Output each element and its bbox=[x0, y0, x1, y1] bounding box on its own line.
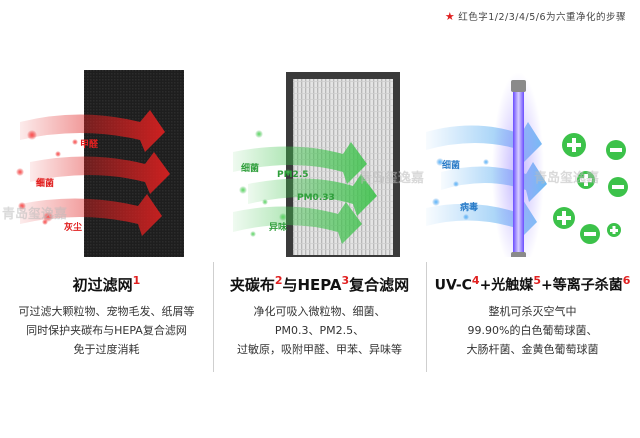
step-number-5: 5 bbox=[533, 274, 541, 287]
hepa-filter-title: 夹碳布2与HEPA3复合滤网 bbox=[229, 274, 410, 294]
uv-sterilization-illustration: 细菌 病毒 青岛玺逸嘉 bbox=[426, 72, 628, 257]
minus-icon bbox=[608, 177, 628, 197]
green-particles bbox=[239, 130, 291, 237]
label-bacteria: 细菌 bbox=[442, 159, 460, 171]
ion-plus-minus-icons bbox=[553, 133, 628, 244]
label-pm25: PM2.5 bbox=[277, 170, 309, 180]
step-number-4: 4 bbox=[471, 274, 480, 287]
blue-particles bbox=[432, 158, 489, 220]
lamp-cap-top bbox=[511, 80, 526, 92]
minus-icon bbox=[606, 140, 626, 160]
hepa-filter-description: 净化可吸入微粒物、细菌、 PM0.3、PM2.5、 过敏原，吸附甲醛、甲苯、异味… bbox=[237, 305, 402, 356]
panel-pre-filter: 甲醛 细菌 灰尘 青岛玺逸嘉 初过滤网1 可过滤大颗粒物、宠物毛发、纸屑等 同时… bbox=[0, 22, 213, 422]
label-pm033: PM0.33 bbox=[297, 193, 335, 203]
label-formaldehyde: 甲醛 bbox=[80, 138, 99, 150]
green-airflow-arrows bbox=[233, 142, 377, 244]
label-odor: 异味 bbox=[269, 221, 287, 233]
uv-lamp-tube bbox=[513, 82, 524, 257]
plus-icon bbox=[607, 223, 621, 237]
hepa-filter-illustration: 细菌 PM2.5 PM0.33 异味 青岛玺逸嘉 bbox=[233, 72, 424, 257]
label-dust: 灰尘 bbox=[64, 221, 82, 233]
divider bbox=[426, 262, 427, 372]
panel-uv-sterilization: 细菌 病毒 青岛玺逸嘉 UV-C4+光触媒5+等离子杀菌6 整机可杀灭空气中 9… bbox=[426, 22, 639, 422]
minus-icon bbox=[580, 224, 600, 244]
pre-filter-illustration: 甲醛 细菌 灰尘 青岛玺逸嘉 bbox=[2, 70, 184, 257]
step-number-2: 2 bbox=[274, 274, 283, 287]
plus-icon bbox=[577, 171, 595, 189]
label-bacteria: 细菌 bbox=[36, 177, 54, 189]
step-number-1: 1 bbox=[132, 274, 141, 287]
uv-sterilization-description: 整机可杀灭空气中 99.90%的白色葡萄球菌、 大肠杆菌、金黄色葡萄球菌 bbox=[466, 305, 599, 356]
panel-hepa-filter: 细菌 PM2.5 PM0.33 异味 青岛玺逸嘉 夹碳布2与HEPA3复合滤网 … bbox=[213, 22, 426, 422]
step-number-3: 3 bbox=[341, 274, 350, 287]
plus-icon bbox=[562, 133, 586, 157]
label-virus: 病毒 bbox=[460, 201, 478, 213]
purification-steps-note: ★红色字1/2/3/4/5/6为六重净化的步骤 bbox=[445, 9, 626, 23]
red-airflow-arrows bbox=[20, 110, 170, 236]
star-icon: ★ bbox=[444, 10, 456, 23]
label-bacteria: 细菌 bbox=[241, 162, 259, 174]
watermark: 青岛玺逸嘉 bbox=[534, 170, 599, 186]
divider bbox=[213, 262, 214, 372]
plus-icon bbox=[553, 207, 575, 229]
step-number-6: 6 bbox=[622, 274, 631, 287]
watermark: 青岛玺逸嘉 bbox=[2, 206, 67, 222]
lamp-cap-bottom bbox=[511, 252, 526, 257]
red-particles bbox=[16, 130, 78, 225]
watermark: 青岛玺逸嘉 bbox=[359, 170, 424, 186]
uv-sterilization-title: UV-C4+光触媒5+等离子杀菌6 bbox=[434, 274, 631, 294]
pre-filter-title: 初过滤网1 bbox=[72, 274, 141, 294]
pre-filter-description: 可过滤大颗粒物、宠物毛发、纸屑等 同时保护夹碳布与HEPA复合滤网 免于过度消耗 bbox=[18, 305, 195, 356]
note-text: 红色字1/2/3/4/5/6为六重净化的步骤 bbox=[458, 12, 626, 23]
